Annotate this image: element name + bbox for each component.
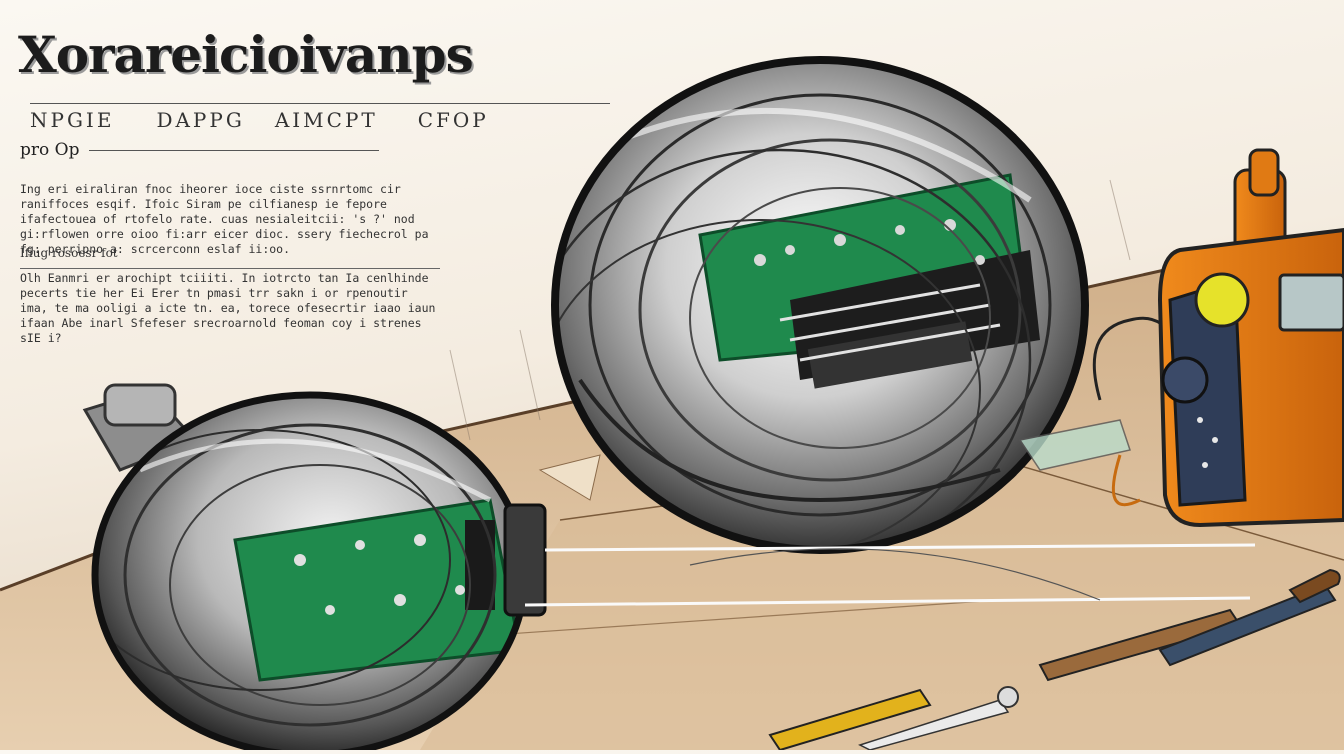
subtitle-rule	[89, 149, 380, 151]
nav-item-2[interactable]: DAPPG	[156, 108, 245, 132]
paragraph-1: Ing eri eiraliran fnoc iheorer ioce cist…	[20, 182, 429, 256]
subtitle: pro Op	[20, 140, 80, 160]
nav-item-4[interactable]: CFOP	[417, 108, 489, 132]
small-sphere-device	[82, 383, 547, 754]
multimeter-device	[1092, 148, 1344, 528]
page-title: Xorareicioivanps	[18, 25, 474, 84]
connector-lines	[524, 543, 1256, 607]
nav-item-1[interactable]: NPGIE	[30, 108, 115, 132]
tools-on-table	[538, 419, 1341, 752]
paragraph-2: Olh Eanmri er arochipt tciiiti. In iotrc…	[20, 268, 440, 346]
subtitle-row: pro Op	[20, 140, 380, 160]
large-sphere-device	[551, 56, 1089, 554]
top-nav: NPGIE DAPPG AIMCPT CFOP	[30, 103, 610, 132]
nav-item-3[interactable]: AIMCPT	[274, 108, 378, 132]
section-heading: Ifiug rosoesr fot	[20, 246, 118, 260]
